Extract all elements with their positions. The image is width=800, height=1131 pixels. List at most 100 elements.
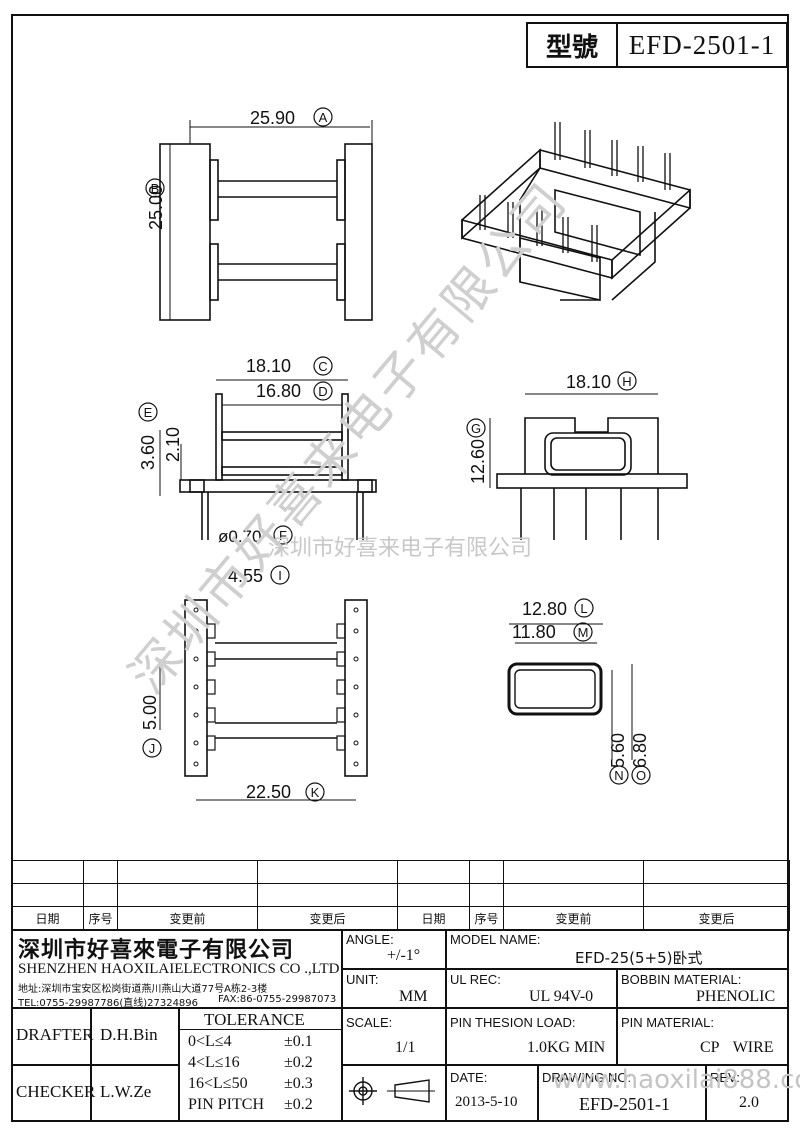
drawing-no-label: DRAWING NO: [542, 1070, 632, 1085]
ul-rec-value: UL 94V-0 [529, 988, 594, 1005]
model-label: 型號 [528, 24, 618, 66]
drafter-label: DRAFTER [16, 1025, 94, 1044]
pin-material-value: CP WIRE [700, 1039, 774, 1056]
rev-header: 日期 [11, 906, 84, 931]
scale-cell: SCALE: 1/1 [342, 1008, 446, 1065]
rev-header: 变更后 [257, 906, 398, 931]
company-fax: FAX:86-0755-29987073 [218, 994, 337, 1005]
company-address: 地址:深圳市宝安区松岗街道燕川燕山大道77号A栋2-3楼 [18, 984, 268, 995]
checker-label-cell: CHECKER [11, 1065, 95, 1122]
title-block: 深圳市好喜來電子有限公司 SHENZHEN HAOXILAIELECTRONIC… [11, 929, 789, 1122]
date-label: DATE: [450, 1070, 488, 1085]
checker-label: CHECKER [16, 1082, 96, 1101]
drafter-label-cell: DRAFTER [11, 1008, 94, 1065]
tolerance-cell: TOLERANCE 0<L≤4 ±0.1 4<L≤16 ±0.2 16<L≤50… [179, 1008, 342, 1122]
ul-rec-cell: UL REC: UL 94V-0 [446, 969, 617, 1008]
checker-value: L.W.Ze [100, 1082, 152, 1101]
date-value: 2013-5-10 [455, 1094, 518, 1110]
circle-letter: F [279, 528, 287, 543]
circle-letter: J [149, 741, 156, 756]
dim-h-value: 18.10 [566, 372, 612, 392]
model-name-label: MODEL NAME: [450, 932, 541, 947]
rev-cell: REV: 2.0 [706, 1065, 789, 1122]
drawing-no-value: EFD-2501-1 [579, 1094, 670, 1114]
section-view [507, 623, 633, 760]
projection-symbol-icon [349, 1077, 435, 1105]
bobbin-material-label: BOBBIN MATERIAL: [621, 972, 742, 987]
unit-cell: UNIT: MM [342, 969, 446, 1008]
tol-value: ±0.2 [284, 1096, 313, 1113]
technical-drawing [159, 120, 691, 801]
circle-labels: A B C D E F G H I J K L M N O [138, 107, 651, 802]
model-name-cell: MODEL NAME: EFD-25(5+5)卧式 [446, 929, 789, 969]
isometric-view [461, 122, 691, 301]
dim-m-value: 11.80 [512, 622, 556, 642]
angle-cell: ANGLE: +/-1° [342, 929, 446, 969]
circle-letter: B [151, 181, 160, 196]
pin-material-label: PIN MATERIAL: [621, 1015, 714, 1030]
watermark-horizontal: 深圳市好喜来电子有限公司 [268, 536, 533, 561]
date-cell: DATE: 2013-5-10 [446, 1065, 538, 1122]
front-view [159, 379, 377, 540]
pin-material-cell: PIN MATERIAL: CP WIRE [617, 1008, 789, 1065]
tol-range: 4<L≤16 [188, 1054, 240, 1071]
dim-a-value: 25.90 [250, 108, 296, 128]
dim-i-value: 4.55 [228, 566, 264, 586]
rev-label: REV: [710, 1070, 740, 1085]
circle-letter: H [622, 374, 631, 389]
rev-header: 变更后 [643, 906, 790, 931]
bobbin-material-value: PHENOLIC [696, 988, 776, 1005]
tol-value: ±0.3 [284, 1075, 313, 1092]
unit-label: UNIT: [346, 972, 379, 987]
circle-letter: E [144, 405, 153, 420]
revision-table: 日期 序号 变更前 变更后 日期 序号 变更前 变更后 [11, 860, 790, 931]
rev-header: 变更前 [503, 906, 644, 931]
circle-letter: I [278, 568, 282, 583]
pin-tension-cell: PIN THESION LOAD: 1.0KG MIN [446, 1008, 617, 1065]
angle-value: +/-1° [387, 947, 421, 964]
rev-header: 日期 [397, 906, 470, 931]
circle-letter: N [614, 768, 623, 783]
rev-value: 2.0 [739, 1094, 759, 1111]
drawing-no-cell: DRAWING NO: EFD-2501-1 [538, 1065, 706, 1122]
scale-value: 1/1 [395, 1039, 416, 1056]
tol-range: PIN PITCH [188, 1096, 265, 1113]
part-number: EFD-2501-1 [628, 29, 776, 60]
drafter-value-cell: D.H.Bin [91, 1008, 179, 1065]
checker-value-cell: L.W.Ze [91, 1065, 179, 1122]
dim-pin-dia: ø0.70 [218, 527, 262, 546]
pin-tension-value: 1.0KG MIN [527, 1039, 606, 1056]
part-number-box: 型號 EFD-2501-1 [526, 22, 788, 68]
side-view [489, 393, 688, 540]
rev-header: 序号 [469, 906, 504, 931]
pin-tension-label: PIN THESION LOAD: [450, 1015, 576, 1030]
model-name-value: EFD-25(5+5)卧式 [575, 949, 703, 967]
dim-d-value: 16.80 [256, 381, 302, 401]
projection-symbol-cell [342, 1065, 446, 1122]
dim-k-value: 22.50 [246, 782, 292, 802]
circle-letter: O [636, 768, 646, 783]
circle-letter: K [311, 785, 320, 800]
unit-value: MM [399, 988, 428, 1005]
company-cell: 深圳市好喜來電子有限公司 SHENZHEN HAOXILAIELECTRONIC… [11, 929, 342, 1009]
circle-letter: A [319, 110, 328, 125]
company-name-en: SHENZHEN HAOXILAIELECTRONICS CO .,LTD [18, 961, 340, 977]
top-view [159, 120, 373, 321]
circle-letter: C [318, 359, 327, 374]
rev-header: 变更前 [117, 906, 258, 931]
tol-value: ±0.1 [284, 1033, 313, 1050]
watermark-site: www.haoxilai888.com [552, 1065, 800, 1095]
circle-letter: G [471, 421, 481, 436]
bottom-view [159, 599, 368, 801]
tol-value: ±0.2 [284, 1054, 313, 1071]
angle-label: ANGLE: [346, 932, 394, 947]
dim-l-value: 12.80 [522, 599, 568, 619]
dim-c-value: 18.10 [246, 356, 292, 376]
drafter-value: D.H.Bin [100, 1025, 158, 1044]
bobbin-material-cell: BOBBIN MATERIAL: PHENOLIC [617, 969, 789, 1008]
circle-letter: L [580, 601, 587, 616]
tol-range: 16<L≤50 [188, 1075, 248, 1092]
ul-rec-label: UL REC: [450, 972, 501, 987]
tolerance-title: TOLERANCE [204, 1010, 305, 1029]
company-tel: TEL:0755-29987786(直线)27324896 [18, 998, 199, 1009]
